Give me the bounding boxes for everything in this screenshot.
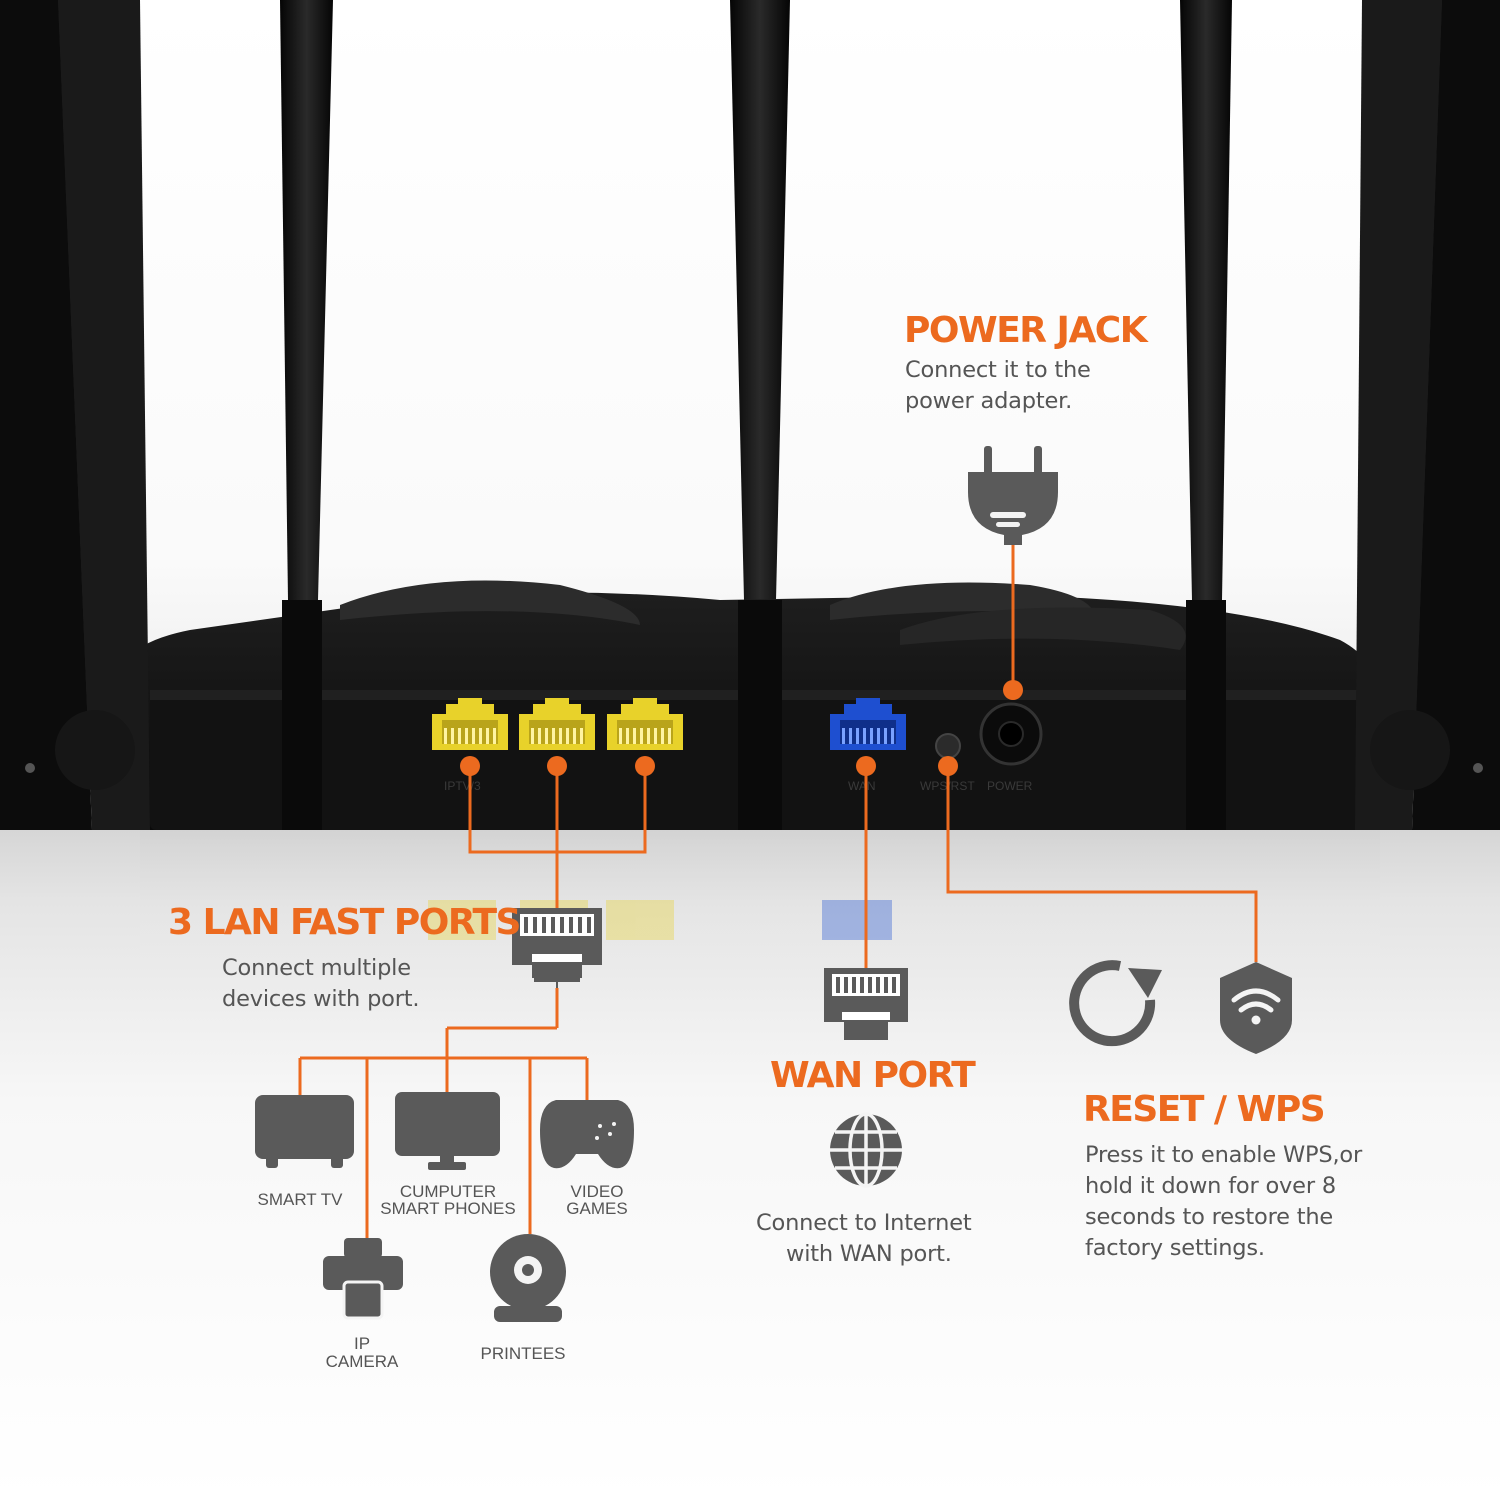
webcam-icon <box>490 1234 566 1322</box>
wan-port-desc-line-2: with WAN port. <box>786 1241 952 1267</box>
wps-reset-button[interactable] <box>935 733 961 759</box>
router-top-bump-right2 <box>900 607 1186 650</box>
refresh-icon <box>1069 960 1162 1047</box>
reset-wps-desc-line-4: factory settings. <box>1085 1235 1265 1261</box>
wan-port-desc-line-1: Connect to Internet <box>756 1210 972 1236</box>
printer-icon <box>323 1238 403 1320</box>
antenna-front-right <box>1412 0 1500 830</box>
reset-wps-desc-line-2: hold it down for over 8 <box>1085 1173 1336 1199</box>
antenna-center <box>730 0 790 600</box>
port-label-wan: WAN <box>848 779 876 793</box>
device-label-video-games-line-2: GAMES <box>566 1199 628 1218</box>
wan-port[interactable] <box>830 698 906 750</box>
reset-wps-desc-line-1: Press it to enable WPS,or <box>1085 1142 1363 1168</box>
lan-port-3[interactable] <box>607 698 683 750</box>
port-label-power: POWER <box>987 779 1033 793</box>
power-jack-pin <box>998 721 1024 747</box>
connector-lines <box>298 545 1258 1238</box>
antenna-right <box>1180 0 1232 600</box>
port-label-lan: IPTV/3 <box>444 779 481 793</box>
wan-port-title: WAN PORT <box>770 1055 976 1096</box>
device-label-ip-camera-line-2: CAMERA <box>325 1352 399 1371</box>
lan-port-1[interactable] <box>432 698 508 750</box>
globe-icon <box>830 1112 902 1188</box>
lan-port-2[interactable] <box>519 698 595 750</box>
lan-ports-title: 3 LAN FAST PORTS <box>168 902 521 943</box>
router-reflection <box>140 830 1380 960</box>
monitor-icon <box>395 1092 500 1170</box>
antenna-hinge-left <box>55 710 135 790</box>
power-jack-title: POWER JACK <box>904 310 1148 351</box>
connector-dots <box>460 680 1023 776</box>
antenna-base-left <box>282 600 322 830</box>
screw-left <box>25 763 35 773</box>
power-jack-desc-line-2: power adapter. <box>905 388 1073 414</box>
router-top-bump-left <box>340 580 640 625</box>
antenna-base-right <box>1186 600 1226 830</box>
ethernet-connector-icon <box>512 908 602 988</box>
antenna-front-left <box>0 0 92 830</box>
device-label-computer-line-2: SMART PHONES <box>380 1199 516 1218</box>
wan-connector-icon <box>824 968 908 1040</box>
device-label-printees: PRINTEES <box>480 1344 566 1363</box>
antenna-left <box>280 0 333 600</box>
wifi-shield-icon <box>1220 962 1292 1054</box>
screw-right <box>1473 763 1483 773</box>
reset-wps-title: RESET / WPS <box>1083 1089 1326 1130</box>
antenna-front-left-inner <box>58 0 150 830</box>
gamepad-icon <box>540 1100 634 1169</box>
lan-ports-desc-line-2: devices with port. <box>222 986 420 1012</box>
device-label-smart-tv: SMART TV <box>257 1190 343 1209</box>
antenna-hinge-right <box>1370 710 1450 790</box>
reset-wps-desc-line-3: seconds to restore the <box>1085 1204 1334 1230</box>
antenna-front-right-inner <box>1355 0 1442 830</box>
power-jack-desc-line-1: Connect it to the <box>905 357 1091 383</box>
device-label-computer-line-1: CUMPUTER <box>399 1182 497 1201</box>
antenna-base-center <box>738 600 782 830</box>
tv-icon <box>255 1095 354 1168</box>
power-plug-icon <box>968 446 1058 545</box>
device-label-ip-camera-line-1: IP <box>353 1334 371 1353</box>
lan-ports-desc-line-1: Connect multiple <box>222 955 411 981</box>
device-label-video-games-line-1: VIDEO <box>570 1182 624 1201</box>
